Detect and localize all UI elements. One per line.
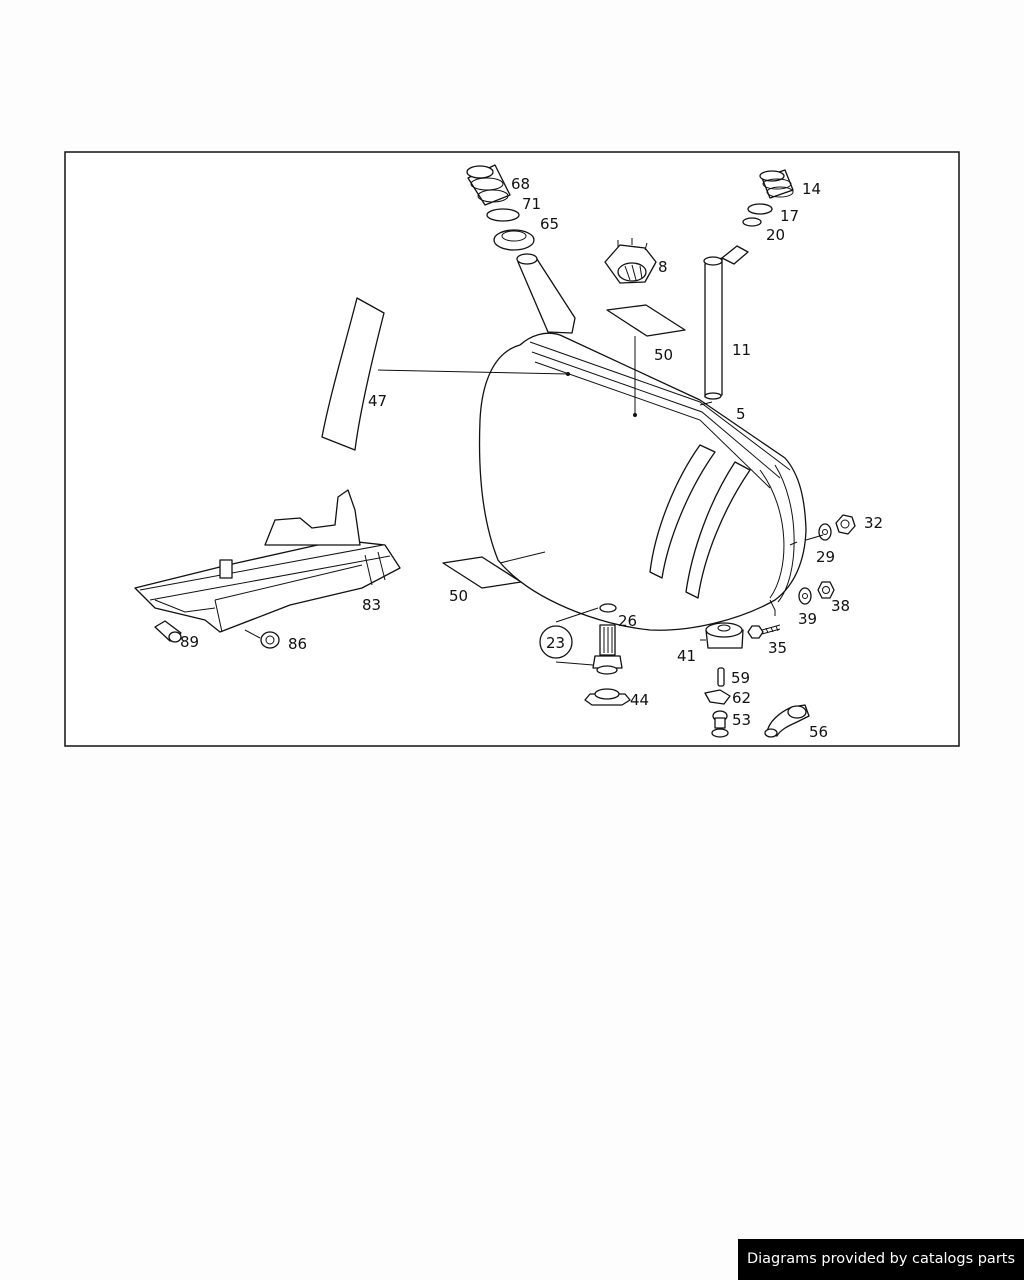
part-62-clip [704,689,731,705]
part-32-nut [835,514,856,535]
callout-labels: 68 71 65 8 14 17 20 11 50 5 47 32 29 38 … [180,175,883,741]
callout-17: 17 [780,207,799,225]
part-71-ring [486,208,520,222]
part-56-fitting [764,704,810,738]
callout-68: 68 [511,175,530,193]
callout-86: 86 [288,635,307,653]
part-17-ring [747,203,773,215]
part-53-drain [711,710,729,738]
part-59-pin [717,667,725,687]
callout-71: 71 [522,195,541,213]
callout-39: 39 [798,610,817,628]
callout-56: 56 [809,723,828,741]
part-39-washer [798,587,812,605]
callout-20: 20 [766,226,785,244]
callout-41: 41 [677,647,696,665]
callout-23: 23 [546,634,565,652]
part-41-valve [700,622,744,649]
callout-26: 26 [618,612,637,630]
callout-53: 53 [732,711,751,729]
callout-32: 32 [864,514,883,532]
part-50-pad-bottom [442,556,522,589]
leader-lines [244,336,824,666]
callout-47: 47 [368,392,387,410]
callout-35: 35 [768,639,787,657]
callout-8: 8 [658,258,668,276]
part-47-strip [321,297,385,451]
part-29-washer [818,523,832,541]
callout-50-top: 50 [654,346,673,364]
callout-89: 89 [180,633,199,651]
part-35-bolt [747,624,781,639]
part-68-boot [466,164,511,206]
part-86-nut [260,631,280,649]
part-5-fuel-tank [478,253,807,631]
part-44-cap [584,688,631,706]
callout-11: 11 [732,341,751,359]
part-89-bushing [154,620,182,643]
callout-59: 59 [731,669,750,687]
part-50-pad-top [606,304,686,337]
callout-83: 83 [362,596,381,614]
part-65-grommet [493,229,535,251]
part-14-cap [759,169,794,199]
part-8-sender [604,238,657,284]
callout-50-bottom: 50 [449,587,468,605]
part-23-pump [539,624,623,675]
part-11-pipe [703,245,749,400]
part-20-ring [742,217,762,227]
callout-65: 65 [540,215,559,233]
callout-29: 29 [816,548,835,566]
callout-44: 44 [630,691,649,709]
callout-38: 38 [831,597,850,615]
callout-14: 14 [802,180,821,198]
part-26-ring [599,603,617,613]
part-83-shield [134,489,401,633]
credit-footer: Diagrams provided by catalogs parts [738,1239,1024,1280]
callout-5: 5 [736,405,746,423]
callout-62: 62 [732,689,751,707]
part-38-nut [817,581,835,599]
